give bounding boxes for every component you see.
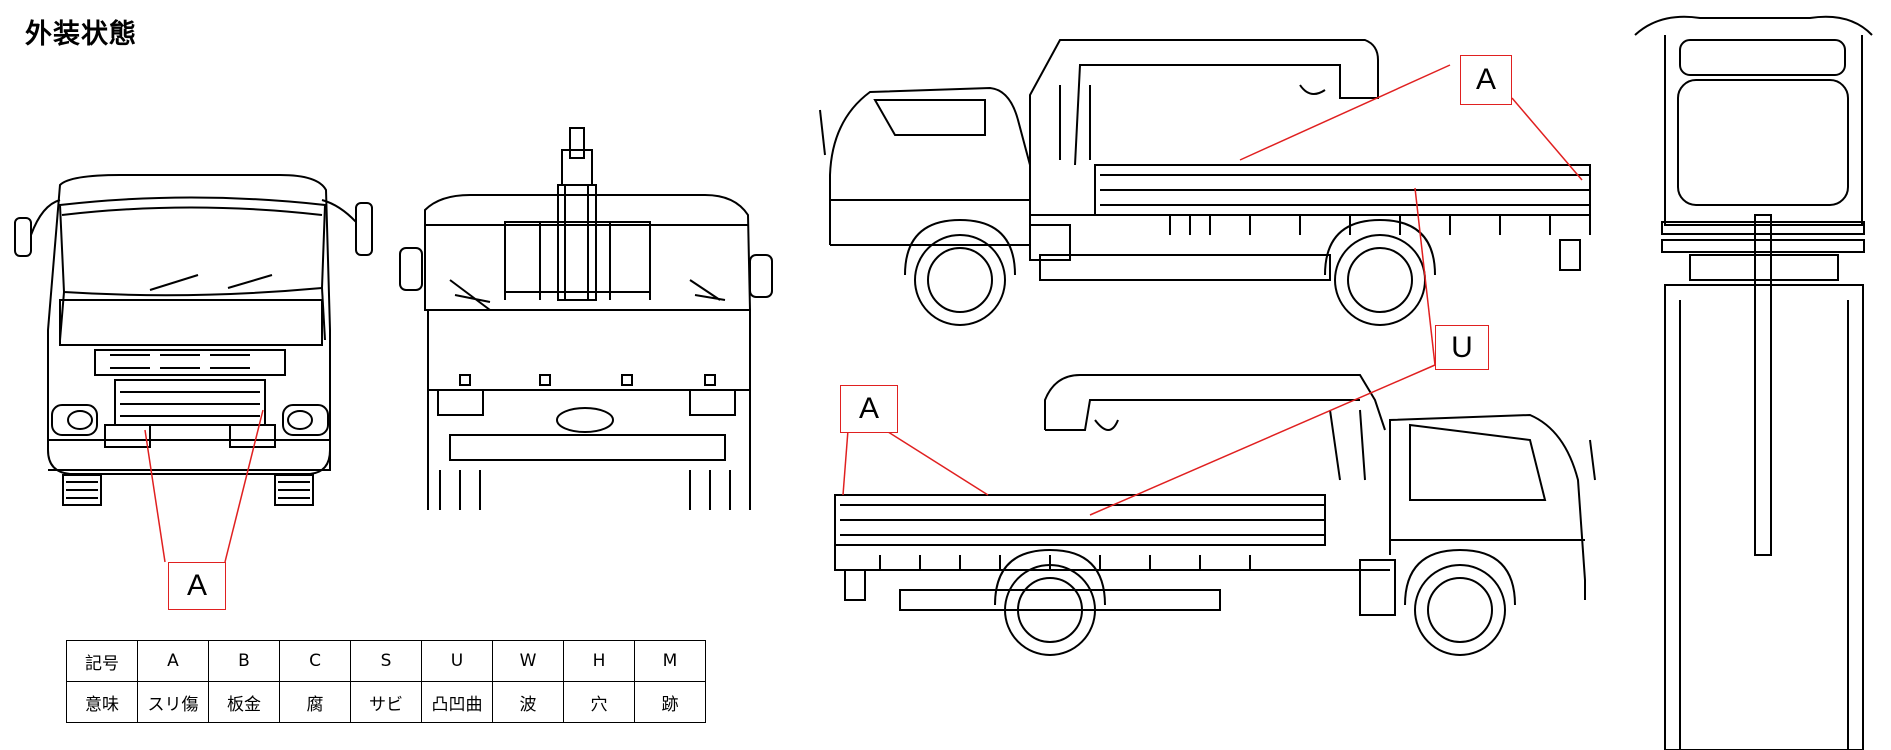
front-view <box>14 174 373 506</box>
legend-code: B <box>208 640 280 682</box>
legend-meaning: サビ <box>350 681 422 723</box>
legend-code-row: 記号 A B C S U W H M <box>66 640 706 682</box>
rear-view <box>399 127 773 510</box>
callout-u: U <box>1435 325 1489 370</box>
top-view <box>1634 15 1873 750</box>
legend-code: U <box>421 640 493 682</box>
legend-meaning: 凸凹曲 <box>421 681 493 723</box>
legend-code: H <box>563 640 635 682</box>
legend-meaning: 腐 <box>279 681 351 723</box>
callout-front-a: A <box>168 562 226 610</box>
legend-table: 記号 A B C S U W H M 意味 スリ傷 板金 腐 サビ 凸凹曲 波 … <box>66 640 706 723</box>
legend-meaning: 跡 <box>634 681 706 723</box>
callout-leaders <box>144 64 1583 563</box>
page-title: 外装状態 <box>25 19 137 50</box>
legend-meaning: 板金 <box>208 681 280 723</box>
legend-code: S <box>350 640 422 682</box>
callout-left-side-a: A <box>840 385 898 433</box>
right-side-view <box>819 39 1591 326</box>
legend-meaning: スリ傷 <box>137 681 209 723</box>
legend-meaning-row: 意味 スリ傷 板金 腐 サビ 凸凹曲 波 穴 跡 <box>66 681 706 723</box>
callout-right-side-a: A <box>1460 55 1512 105</box>
legend-meaning: 波 <box>492 681 564 723</box>
legend-code: M <box>634 640 706 682</box>
legend-meaning: 穴 <box>563 681 635 723</box>
legend-code: W <box>492 640 564 682</box>
legend-header-label: 記号 <box>66 640 138 682</box>
left-side-view <box>834 374 1596 656</box>
legend-code: C <box>279 640 351 682</box>
legend-meaning-label: 意味 <box>66 681 138 723</box>
legend-code: A <box>137 640 209 682</box>
